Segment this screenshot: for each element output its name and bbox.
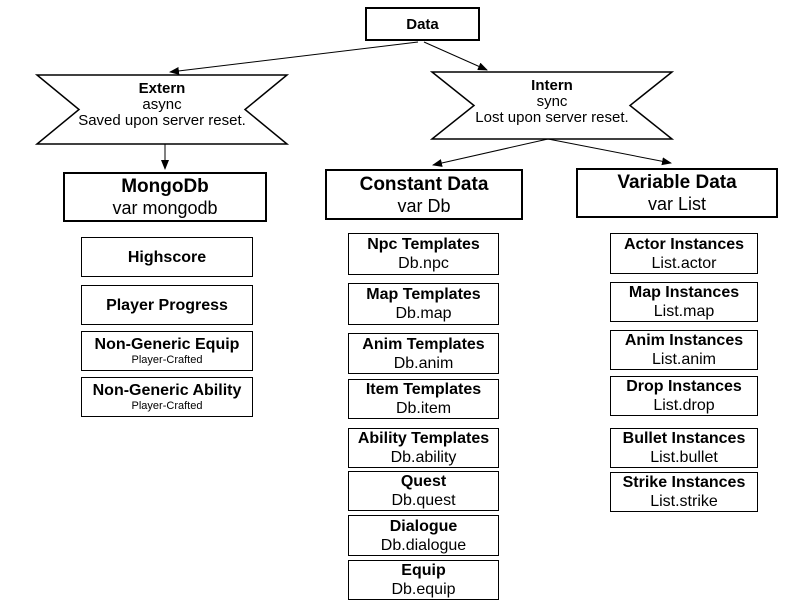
edge-intern-to-constant-data [432, 138, 549, 167]
node-map-templates: Map Templates Db.map [348, 283, 499, 325]
node-data: Data [365, 7, 480, 41]
banner-extern-note: Saved upon server reset. [78, 112, 246, 129]
node-map-instances-title: Map Instances [628, 284, 740, 301]
edge-data-to-intern [423, 41, 488, 71]
banner-intern-note: Lost upon server reset. [475, 109, 629, 126]
node-drop-instances: Drop Instances List.drop [610, 376, 758, 416]
node-npc-templates: Npc Templates Db.npc [348, 233, 499, 275]
node-anim-templates-title: Anim Templates [362, 335, 485, 353]
node-strike-instances-subtitle: List.strike [650, 493, 718, 510]
node-npc-templates-title: Npc Templates [367, 236, 480, 253]
node-variable-data-title: Variable Data [617, 172, 737, 193]
node-item-templates-subtitle: Db.item [395, 400, 452, 417]
node-map-instances: Map Instances List.map [610, 282, 758, 322]
node-equip-subtitle: Db.equip [391, 581, 456, 598]
node-anim-templates: Anim Templates Db.anim [348, 333, 499, 374]
banner-intern: Intern sync Lost upon server reset. [432, 78, 672, 126]
banner-extern-title: Extern [138, 80, 186, 97]
node-anim-instances-subtitle: List.anim [651, 351, 717, 368]
node-actor-instances: Actor Instances List.actor [610, 233, 758, 274]
node-constant-data-title: Constant Data [359, 173, 489, 195]
node-strike-instances-title: Strike Instances [622, 474, 746, 491]
node-anim-templates-subtitle: Db.anim [393, 354, 454, 372]
node-anim-instances: Anim Instances List.anim [610, 330, 758, 370]
node-mongodb-variable: var mongodb [112, 198, 218, 218]
node-mongodb: MongoDb var mongodb [63, 172, 267, 222]
node-mongodb-title: MongoDb [121, 176, 209, 197]
node-actor-instances-subtitle: List.actor [651, 254, 717, 272]
node-variable-data-variable: var List [647, 194, 707, 214]
node-data-label: Data [406, 15, 439, 33]
edge-data-to-extern [169, 41, 419, 75]
node-ability-templates: Ability Templates Db.ability [348, 428, 499, 468]
banner-extern: Extern async Saved upon server reset. [37, 81, 287, 129]
node-map-instances-subtitle: List.map [653, 303, 715, 320]
node-non-generic-equip: Non-Generic Equip Player-Crafted [81, 331, 253, 371]
node-constant-data-variable: var Db [397, 195, 451, 216]
node-non-generic-ability-title: Non-Generic Ability [92, 382, 242, 399]
node-dialogue: Dialogue Db.dialogue [348, 515, 499, 556]
node-highscore: Highscore [81, 237, 253, 277]
node-item-templates-title: Item Templates [365, 381, 482, 398]
node-quest: Quest Db.quest [348, 471, 499, 511]
node-dialogue-subtitle: Db.dialogue [380, 536, 467, 554]
node-quest-title: Quest [400, 473, 447, 490]
node-non-generic-ability: Non-Generic Ability Player-Crafted [81, 377, 253, 417]
node-drop-instances-title: Drop Instances [626, 378, 742, 395]
node-quest-subtitle: Db.quest [391, 492, 456, 509]
node-variable-data: Variable Data var List [576, 168, 778, 218]
node-actor-instances-title: Actor Instances [623, 235, 745, 253]
node-npc-templates-subtitle: Db.npc [398, 255, 449, 272]
node-ability-templates-subtitle: Db.ability [390, 449, 457, 466]
edge-intern-to-variable-data [547, 138, 672, 166]
node-bullet-instances-subtitle: List.bullet [650, 449, 718, 466]
node-map-templates-subtitle: Db.map [395, 305, 452, 322]
banner-intern-title: Intern [531, 77, 573, 94]
intern-banner-shape [429, 71, 675, 140]
extern-banner-shape [34, 74, 290, 145]
node-item-templates: Item Templates Db.item [348, 379, 499, 419]
node-map-templates-title: Map Templates [366, 286, 481, 303]
node-non-generic-equip-title: Non-Generic Equip [94, 336, 240, 353]
node-bullet-instances: Bullet Instances List.bullet [610, 428, 758, 468]
node-strike-instances: Strike Instances List.strike [610, 472, 758, 512]
node-player-progress-title: Player Progress [106, 296, 228, 314]
banner-intern-mode: sync [536, 93, 568, 110]
node-equip: Equip Db.equip [348, 560, 499, 600]
node-drop-instances-subtitle: List.drop [653, 397, 715, 414]
node-ability-templates-title: Ability Templates [357, 430, 490, 447]
node-constant-data: Constant Data var Db [325, 169, 523, 220]
node-player-progress: Player Progress [81, 285, 253, 325]
node-highscore-title: Highscore [127, 248, 207, 266]
banner-extern-mode: async [142, 96, 182, 113]
node-dialogue-title: Dialogue [389, 517, 458, 535]
node-equip-title: Equip [401, 562, 446, 579]
node-bullet-instances-title: Bullet Instances [622, 430, 746, 447]
node-anim-instances-title: Anim Instances [624, 332, 744, 349]
node-non-generic-equip-subtitle: Player-Crafted [131, 354, 203, 366]
node-non-generic-ability-subtitle: Player-Crafted [131, 400, 203, 412]
